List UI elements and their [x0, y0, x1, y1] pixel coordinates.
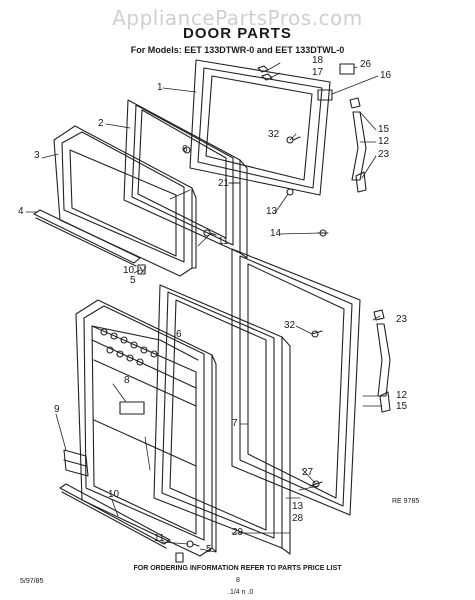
callout-17: 17 [312, 67, 324, 78]
bottom-code: .1/4 n .0 [228, 589, 254, 596]
callout-15-lower: 15 [396, 401, 408, 412]
part-hinge-upper [183, 63, 367, 237]
callout-11-upper: 11 [218, 236, 229, 247]
part-upper-handle [33, 209, 141, 267]
part-bracket [63, 449, 89, 477]
ordering-footer: FOR ORDERING INFORMATION REFER TO PARTS … [133, 565, 342, 572]
watermark: AppliancePartsPros.com [112, 6, 363, 30]
callout-16: 16 [380, 70, 392, 81]
callout-18: 18 [312, 55, 324, 66]
callout-14: 14 [270, 228, 282, 239]
callout-6-lower: 6 [176, 329, 182, 340]
callout-6-upper: 6 [182, 144, 188, 155]
callout-4: 4 [18, 206, 24, 217]
callout-12-lower: 12 [396, 390, 408, 401]
callout-27: 27 [302, 467, 314, 478]
callout-32-lower: 32 [284, 320, 296, 331]
callout-3: 3 [34, 150, 40, 161]
callout-9: 9 [54, 404, 60, 415]
part-fresh-food-door [75, 299, 217, 557]
callout-2: 2 [98, 118, 104, 129]
callout-26: 26 [360, 59, 372, 70]
callout-1: 1 [157, 82, 163, 93]
callout-12-upper: 12 [378, 136, 390, 147]
part-upper-screw [203, 229, 217, 237]
part-freezer-liner [123, 99, 248, 259]
model-subtitle: For Models: EET 133DTWR-0 and EET 133DTW… [130, 45, 345, 55]
callout-13-upper: 13 [266, 206, 278, 217]
callout-11-lower: 11 [154, 533, 165, 544]
callout-7: 7 [232, 418, 238, 429]
leader-lines [25, 62, 383, 553]
callout-13-lower: 13 [292, 501, 304, 512]
callout-23-lower: 23 [396, 314, 408, 325]
callout-10-lower: 10 [108, 489, 120, 500]
callout-15-upper: 15 [378, 124, 390, 135]
part-lower-handle [59, 483, 171, 549]
part-freezer-gasket [189, 59, 331, 196]
callout-23-upper: 23 [378, 149, 390, 160]
callout-5-upper: 5 [130, 275, 136, 286]
callout-10-upper: 10 [123, 265, 135, 276]
callout-21: 21 [218, 178, 230, 189]
page-number: 8 [236, 577, 240, 584]
left-code: 5/97/85 [20, 578, 44, 585]
callout-32-upper: 32 [268, 129, 280, 140]
part-hinge-lower [309, 309, 391, 488]
callout-8: 8 [124, 375, 130, 386]
diagram-title: DOOR PARTS [183, 25, 292, 42]
callout-5-lower: 5 [206, 544, 212, 555]
part-fresh-food-liner [153, 284, 291, 555]
callout-28: 28 [292, 513, 304, 524]
part-fresh-food-gasket [231, 248, 361, 516]
callout-29: 29 [232, 527, 244, 538]
ref-number: RE 9785 [392, 498, 420, 505]
